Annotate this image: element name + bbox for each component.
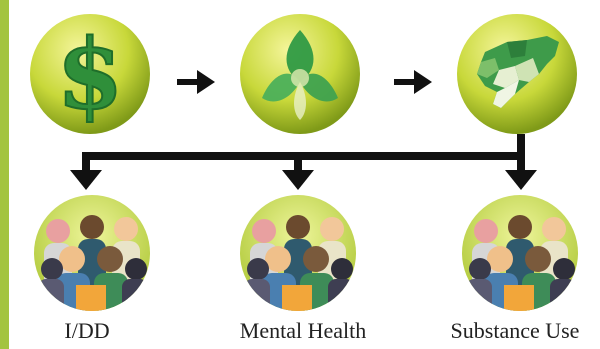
managed-care-node [238, 12, 362, 136]
dollar-sign-icon: $ [30, 14, 150, 134]
people-group-icon [462, 195, 578, 311]
people-group-icon [34, 195, 150, 311]
idd-node [32, 193, 152, 313]
idd-label: I/DD [64, 318, 110, 343]
substance-use-node [460, 193, 580, 313]
substance-use-label: Substance Use [450, 318, 580, 343]
state-map-icon [457, 14, 577, 134]
funding-node: $ [28, 12, 152, 136]
trefoil-logo-icon [240, 14, 360, 134]
arrow-right-1 [177, 70, 215, 94]
svg-text:$: $ [57, 18, 124, 131]
mental-health-label: Mental Health [239, 318, 367, 343]
regions-node [455, 12, 579, 136]
people-group-icon [240, 195, 356, 311]
left-accent-bar [0, 0, 9, 349]
mental-health-node [238, 193, 358, 313]
arrow-right-2 [394, 70, 432, 94]
